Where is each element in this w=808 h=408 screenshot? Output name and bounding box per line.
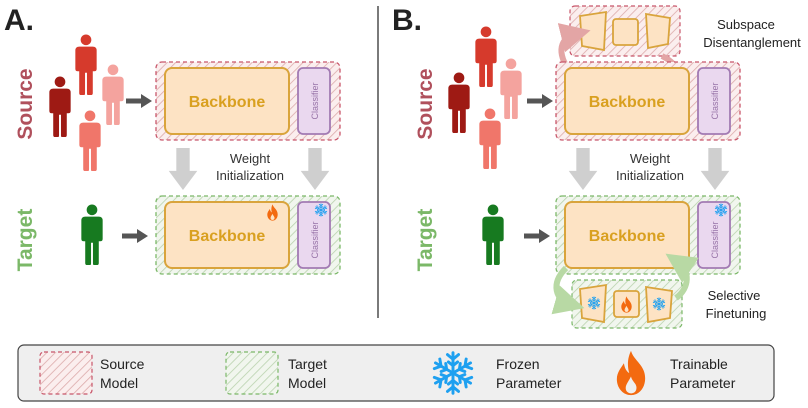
panel-b-source-classifier: [697, 67, 731, 135]
person-icon: [482, 204, 504, 266]
panel-b-subspace-block-right: [645, 12, 671, 50]
panel-b-finetune-label-1: Selective: [708, 288, 761, 303]
panel-b-subspace-label-1: Subspace: [717, 17, 775, 32]
panel-a-source-classifier-label: Classifier: [310, 82, 320, 119]
panel-b-source-classifier-label: Classifier: [710, 82, 720, 119]
panel-a-target-classifier-label: Classifier: [310, 221, 320, 258]
panel-a-letter: A.: [4, 4, 34, 37]
panel-b-finetune-arrow-down: [551, 265, 585, 315]
panel-a-source-label: Source: [14, 68, 37, 139]
legend-trainable-label-2: Parameter: [670, 375, 736, 391]
panel-b: B. Source Target Subspace Disentanglemen…: [392, 4, 801, 329]
legend-source-label-1: Source: [100, 356, 145, 372]
arrow-down-icon: [700, 148, 730, 190]
arrow-right-icon: [126, 94, 152, 108]
person-icon: [500, 58, 522, 120]
person-icon: [79, 110, 101, 172]
legend-source-label-2: Model: [100, 375, 138, 391]
panel-b-target-classifier: [697, 201, 731, 269]
legend-box: [17, 344, 775, 402]
panel-b-target-backbone: [564, 201, 690, 269]
panel-a-source-backbone: [164, 67, 290, 135]
arrow-down-icon: [300, 148, 330, 190]
person-icon: [49, 76, 71, 138]
legend-source-swatch: [39, 351, 93, 395]
panel-a-transfer-label-1: Weight: [230, 151, 271, 166]
panel-b-letter: B.: [392, 4, 422, 37]
panel-a-target-classifier: [297, 201, 331, 269]
panel-b-transfer-label-1: Weight: [630, 151, 671, 166]
panel-a-source-backbone-label: Backbone: [189, 94, 266, 111]
panel-a-source-classifier: [297, 67, 331, 135]
panel-b-finetune-label-2: Finetuning: [706, 306, 767, 321]
panel-b-subspace-block-mid: [612, 18, 639, 46]
panel-a-target-backbone-label: Backbone: [189, 228, 266, 245]
person-icon: [448, 72, 470, 134]
panel-b-source-backbone-label: Backbone: [589, 94, 666, 111]
panel-a-transfer-label-2: Initialization: [216, 168, 284, 183]
panel-b-target-backbone-label: Backbone: [589, 228, 666, 245]
person-icon: [102, 64, 124, 126]
legend-trainable-label-1: Trainable: [670, 356, 728, 372]
person-icon: [475, 26, 497, 88]
panel-b-transfer-label-2: Initialization: [616, 168, 684, 183]
person-icon: [479, 108, 501, 170]
legend-target-label-2: Model: [288, 375, 326, 391]
arrow-down-icon: [168, 148, 198, 190]
legend-frozen-label-2: Parameter: [496, 375, 562, 391]
panel-b-target-classifier-label: Classifier: [710, 221, 720, 258]
panel-b-subspace-label-2: Disentanglement: [703, 35, 801, 50]
panel-b-source-backbone: [564, 67, 690, 135]
person-icon: [75, 34, 97, 96]
arrow-right-icon: [524, 229, 550, 243]
legend-target-swatch: [225, 351, 279, 395]
legend-frozen-label-1: Frozen: [496, 356, 540, 372]
panel-b-target-label: Target: [414, 209, 437, 272]
panel-b-subspace-block-left: [579, 10, 607, 52]
panel-a-target-backbone: [164, 201, 290, 269]
legend: Source Model Target Model Frozen Paramet…: [17, 344, 775, 402]
arrow-right-icon: [527, 94, 553, 108]
panel-a: A. Source Target Backbone Classifier Wei…: [4, 4, 341, 275]
panel-b-finetune-arrow-up: [665, 253, 699, 301]
panel-a-target-label: Target: [14, 209, 37, 272]
arrow-right-icon: [122, 229, 148, 243]
panel-b-source-label: Source: [414, 68, 437, 139]
arrow-down-icon: [568, 148, 598, 190]
person-icon: [81, 204, 103, 266]
legend-target-label-1: Target: [288, 356, 327, 372]
